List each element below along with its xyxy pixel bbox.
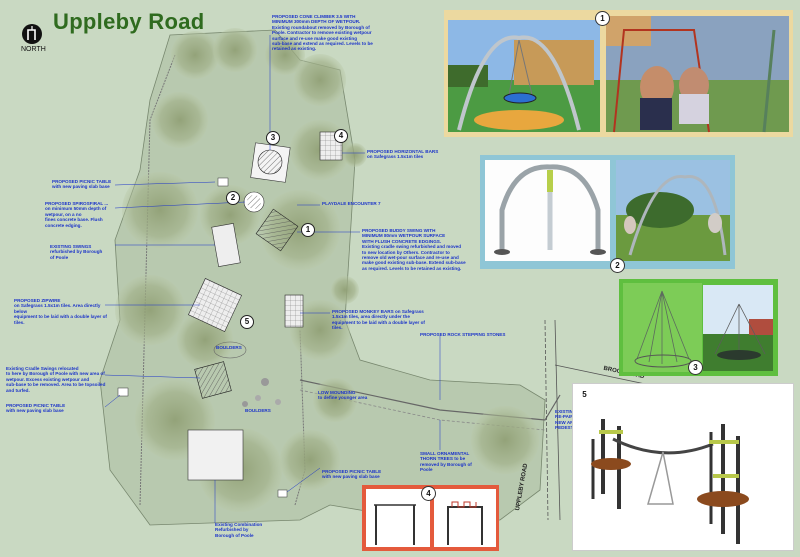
photo-panel-4: 4 (362, 485, 499, 551)
panel-1-photos (448, 16, 789, 133)
page-title: Uppleby Road (53, 9, 205, 34)
panel-4-photos (366, 489, 496, 547)
footpath (139, 54, 176, 506)
brook-road-edge (554, 364, 651, 386)
photo-panel-3: 3 (619, 279, 778, 376)
panel-3-number: 3 (688, 360, 703, 375)
road-edge (544, 319, 549, 521)
map-marker-1: 1 (301, 223, 315, 237)
equipment-footprints (117, 131, 343, 498)
panel-1-number: 1 (595, 11, 610, 26)
note-rock-stepping: PROPOSED ROCK STEPPING STONES (420, 332, 506, 337)
map-marker-3: 3 (266, 131, 280, 145)
note-spirosphere: PROPOSED SPIROSFIRAL ...on minimum 50mm … (45, 201, 109, 228)
panel-4-number: 4 (421, 486, 436, 501)
road-edge-2 (554, 319, 561, 521)
panel-2-number: 2 (610, 258, 625, 273)
note-playdale: PLAYDALE ENCOUNTER 7 (322, 201, 381, 206)
north-arrow-icon (22, 24, 42, 44)
map-marker-4: 4 (334, 129, 348, 143)
map-marker-5: 5 (240, 315, 254, 329)
note-boulders-b: BOULDERS (245, 408, 271, 413)
panel-5-number: 5 (582, 390, 587, 399)
panel-5-photos (591, 419, 749, 544)
map-marker-2: 2 (226, 191, 240, 205)
photo-panel-1: 1 (444, 10, 793, 137)
annotation-leaders (104, 35, 441, 523)
panel-2-photos (485, 160, 730, 261)
note-boulders-a: BOULDERS (216, 345, 242, 350)
photo-panel-5: 5 (572, 383, 794, 551)
photo-panel-2: 2 (480, 155, 735, 273)
panel-3-photos (623, 283, 773, 372)
north-label: NORTH (21, 46, 46, 53)
